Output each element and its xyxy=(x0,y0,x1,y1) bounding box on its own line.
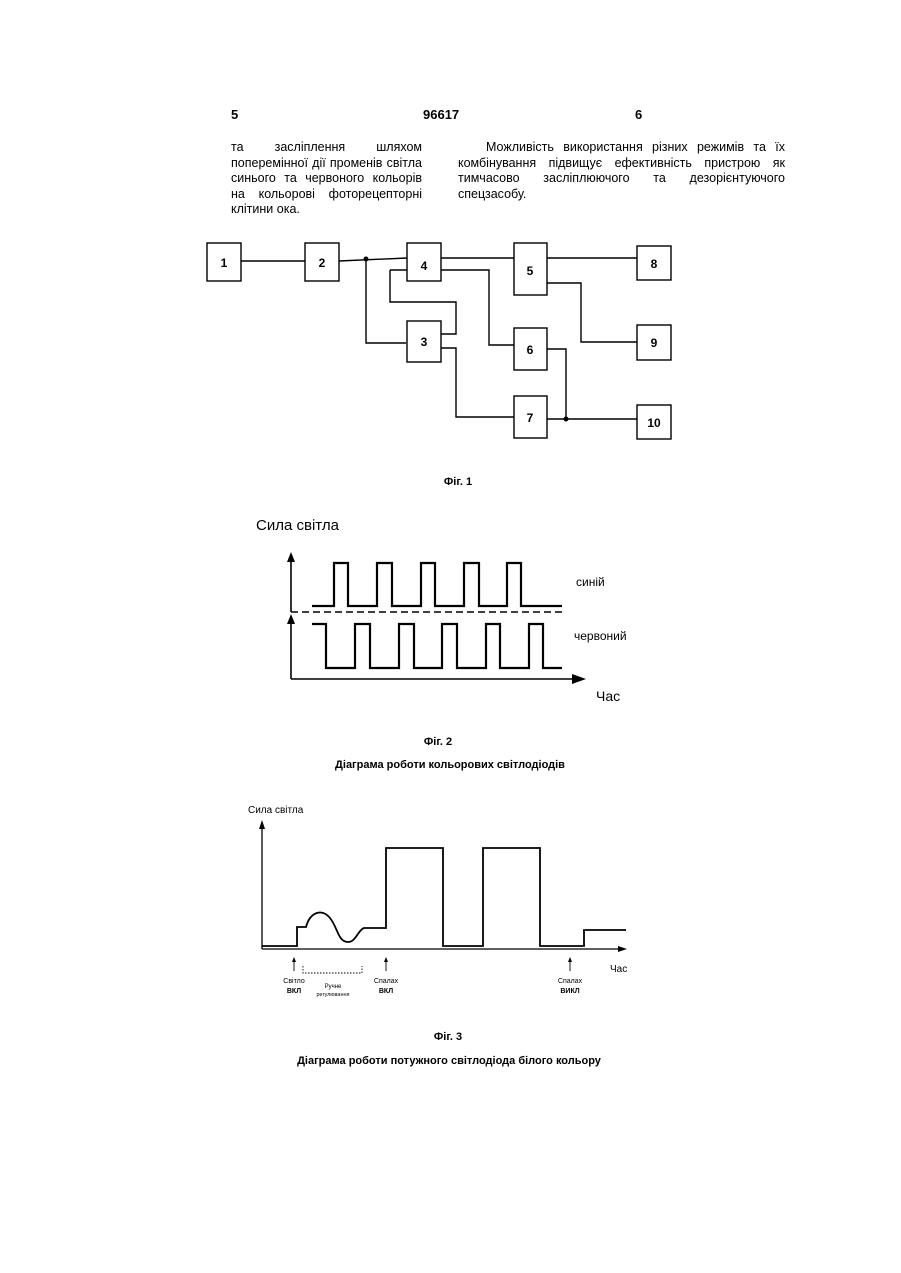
fig3-flash-on-line1: Спалах xyxy=(374,978,399,985)
fig3-intensity-trace xyxy=(262,848,626,946)
fig3-x-axis-arrow xyxy=(618,946,627,952)
fig3-light-on-line1: Світло xyxy=(283,977,305,985)
fig3-manual-line2: регулювання xyxy=(316,992,349,998)
fig3-event-markers xyxy=(292,957,572,973)
figure-3-caption: Діаграма роботи потужного світлодіода бі… xyxy=(149,1055,749,1067)
fig3-x-axis-label: Час xyxy=(610,964,627,975)
fig3-flash-off-line1: Спалах xyxy=(558,978,583,985)
fig3-y-axis-label: Сила світла xyxy=(248,805,304,816)
fig3-flash-on-line2: ВКЛ xyxy=(379,988,393,995)
fig3-light-on-line2: ВКЛ xyxy=(287,988,301,995)
figure-3-label: Фіг. 3 xyxy=(348,1031,548,1043)
fig3-manual-line1: Ручне xyxy=(325,984,342,990)
fig3-flash-off-line2: ВИКЛ xyxy=(560,988,579,995)
fig3-y-axis-arrow xyxy=(259,820,265,829)
